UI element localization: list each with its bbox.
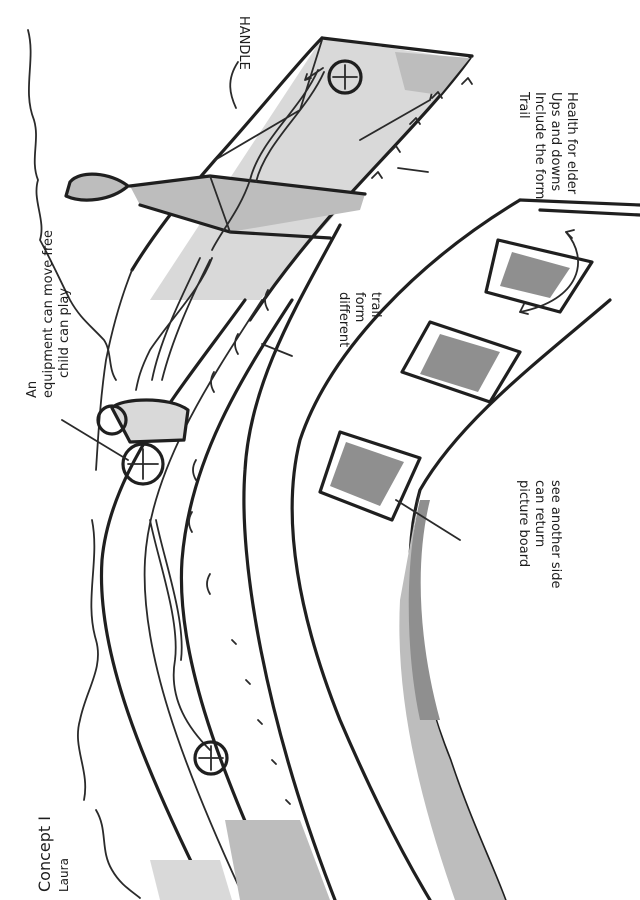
label-handle: HANDLE — [236, 16, 251, 70]
picture-board-3 — [318, 430, 422, 522]
picture-board-2 — [400, 320, 522, 404]
walkway — [99, 223, 342, 900]
picture-board-1 — [484, 229, 594, 315]
handle-rail — [130, 36, 474, 322]
handle-label: HANDLE — [236, 16, 251, 70]
wheel-equipment-bottom — [193, 740, 229, 776]
label-equipment: An equipment can move free child can pla… — [25, 230, 72, 398]
trail-markers — [188, 77, 473, 805]
picture-board-label-3: see another side — [548, 480, 563, 589]
label-trail: Trail Include the form Ups and downs Hea… — [516, 91, 579, 199]
trail-label-4: Health for elder — [564, 92, 579, 195]
label-title: Concept I Laura — [35, 816, 71, 892]
equipment-label-2: equipment can move free — [41, 230, 56, 398]
trail-label-1: Trail — [516, 91, 531, 119]
equipment-label-1: An — [25, 381, 40, 398]
standing-figure — [64, 172, 367, 240]
sketch-title: Concept I — [35, 816, 54, 892]
different-form-1: different — [336, 292, 351, 347]
wheel-equipment-child — [96, 398, 190, 486]
wheel-equipment-top — [304, 59, 363, 95]
picture-board-structure — [290, 198, 640, 900]
wiggle-paths — [135, 69, 325, 751]
sketch-author: Laura — [57, 858, 71, 892]
trail-label-3: Ups and downs — [548, 92, 563, 191]
trail-label-2: Include the form — [532, 92, 547, 199]
label-different-form: different form trail. — [336, 292, 383, 347]
annotation-arrows — [61, 61, 461, 541]
picture-board-label-1: picture board — [516, 480, 531, 567]
horizon-squiggles — [27, 29, 141, 899]
label-picture-board: picture board can return see another sid… — [516, 480, 563, 589]
picture-board-label-2: can return — [532, 480, 547, 547]
different-form-3: trail. — [368, 292, 383, 322]
equipment-label-3: child can play — [57, 288, 72, 378]
different-form-2: form — [352, 292, 367, 322]
